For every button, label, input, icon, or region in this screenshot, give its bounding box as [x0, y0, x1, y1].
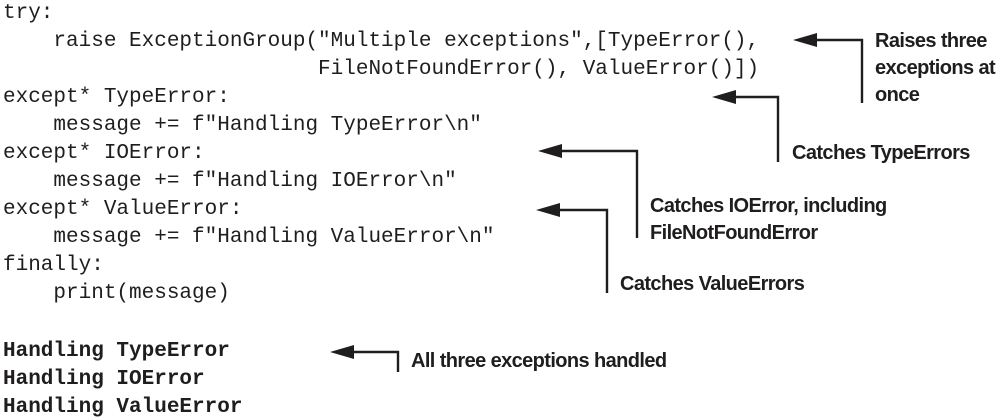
code-listing: try: raise ExceptionGroup("Multiple exce… [3, 2, 760, 305]
annotation-catches-valueerrors: Catches ValueErrors [620, 273, 805, 295]
annotation-all-exceptions-handled: All three exceptions handled [411, 350, 667, 372]
program-output: Handling TypeError Handling IOError Hand… [3, 340, 243, 419]
arrow-raises-icon [793, 33, 864, 103]
arrow-all-handled-icon [330, 345, 400, 372]
annotation-catches-ioerror: Catches IOError, including FileNotFoundE… [650, 195, 887, 244]
annotation-catches-typeerrors: Catches TypeErrors [792, 142, 970, 164]
annotation-raises-three-exceptions: Raises three exceptions at once [875, 30, 996, 106]
